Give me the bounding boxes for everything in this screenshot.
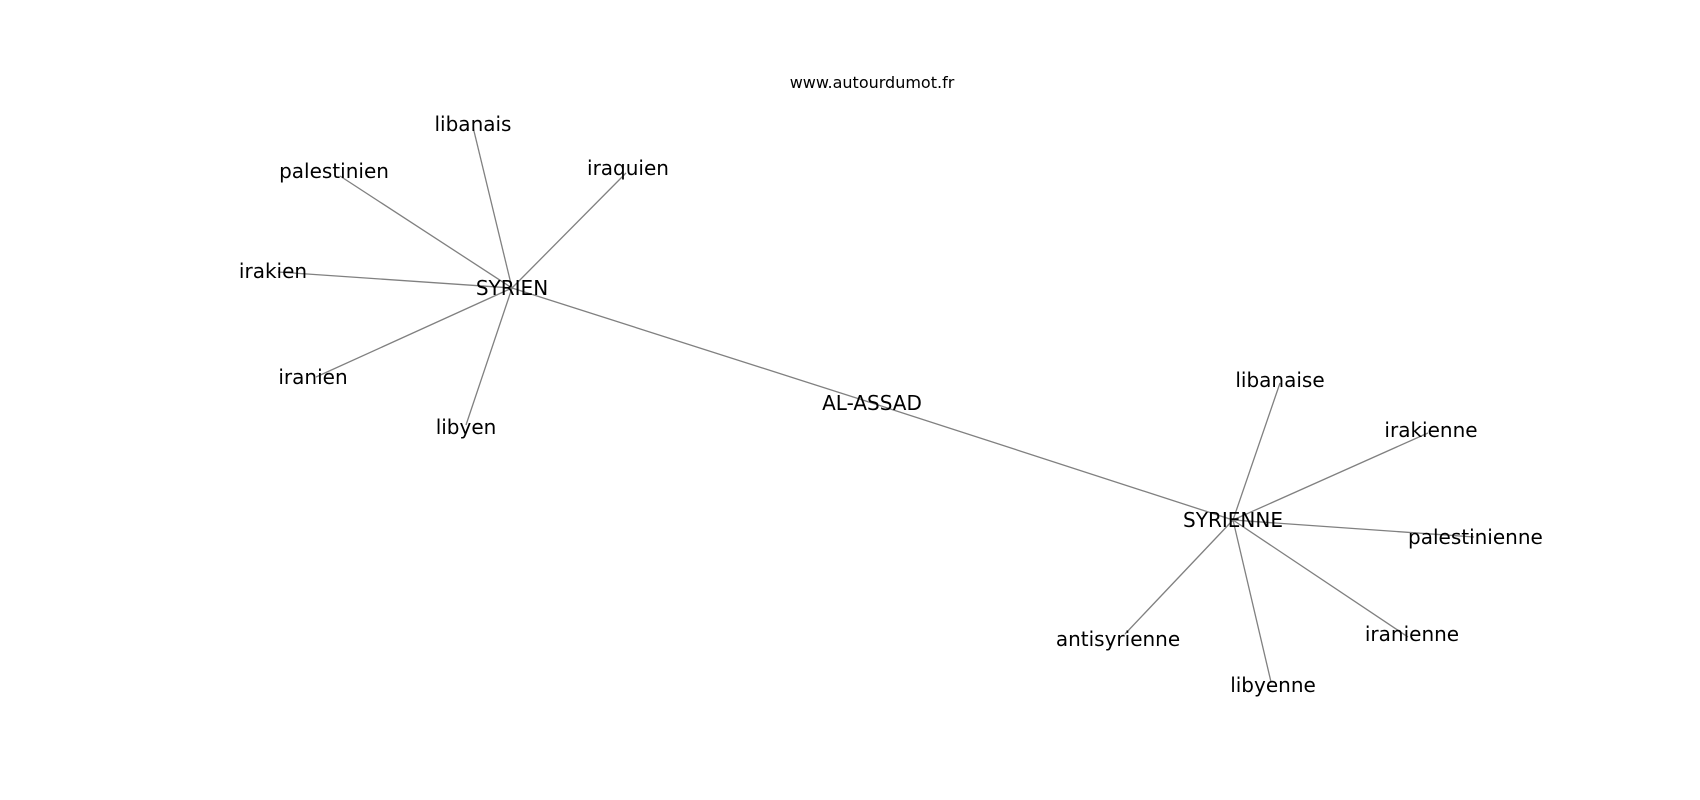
edge-syrien-palestinien <box>339 175 513 289</box>
edge-syrienne-antisyrienne <box>1124 519 1234 635</box>
node-label-libyen: libyen <box>436 415 497 439</box>
edge-syrienne-libanaise <box>1232 382 1281 521</box>
node-label-libanaise: libanaise <box>1235 368 1324 392</box>
node-label-palestinienne: palestinienne <box>1408 525 1543 549</box>
node-label-al-assad: AL-ASSAD <box>822 391 922 415</box>
node-label-syrien: SYRIEN <box>476 276 548 300</box>
node-label-iranien: iranien <box>278 365 347 389</box>
node-label-antisyrienne: antisyrienne <box>1056 627 1180 651</box>
edge-syrien-libyen <box>465 287 513 426</box>
graph-edges <box>277 126 1475 683</box>
edge-syrienne-libyenne <box>1232 519 1272 683</box>
watermark-text: www.autourdumot.fr <box>790 73 955 92</box>
edge-syrienne-iranienne <box>1232 519 1409 638</box>
node-label-iraquien: iraquien <box>587 156 669 180</box>
node-label-palestinien: palestinien <box>279 159 389 183</box>
node-label-syrienne: SYRIENNE <box>1183 508 1283 532</box>
node-label-libanais: libanais <box>435 112 512 136</box>
edge-syrien-iranien <box>315 287 513 378</box>
node-label-libyenne: libyenne <box>1230 673 1316 697</box>
edge-syrien-iraquien <box>511 172 627 289</box>
edge-syrien-irakien <box>277 271 513 289</box>
edge-syrien-al-assad <box>511 287 873 404</box>
node-label-iranienne: iranienne <box>1365 622 1459 646</box>
edge-al-assad-syrienne <box>871 402 1234 521</box>
node-label-irakien: irakien <box>239 259 307 283</box>
graph-nodes: AL-ASSAD SYRIEN SYRIENNE libanais palestinie… <box>239 112 1543 697</box>
edge-syrien-libanais <box>472 126 513 289</box>
node-label-irakienne: irakienne <box>1384 418 1477 442</box>
edge-syrienne-palestinienne <box>1232 519 1475 538</box>
edge-syrienne-irakienne <box>1232 432 1429 521</box>
